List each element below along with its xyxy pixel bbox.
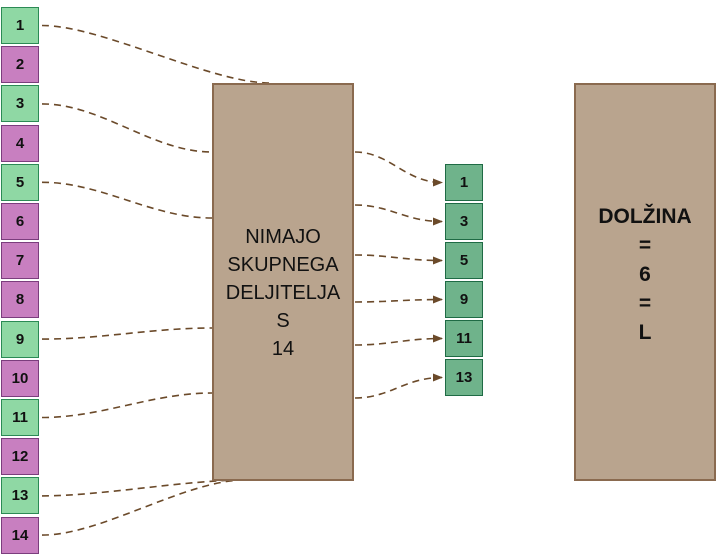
input-number-cell: 9 — [1, 320, 39, 358]
length-label: DOLŽINA = 6 = L — [576, 202, 714, 347]
output-number-cell: 3 — [445, 203, 483, 240]
length-result-box: DOLŽINA = 6 = L — [574, 83, 716, 481]
output-arrow — [354, 254, 443, 265]
input-number-cell: 14 — [1, 516, 39, 554]
filter-line: S — [276, 310, 290, 332]
filter-label: NIMAJO SKUPNEGA DELJITELJA S 14 — [214, 223, 352, 363]
input-number-cell: 4 — [1, 124, 39, 162]
output-arrow — [354, 295, 443, 304]
input-number-cell: 10 — [1, 359, 39, 397]
input-connector — [41, 392, 213, 419]
input-number-cell: 13 — [1, 477, 39, 515]
input-number-cell: 1 — [1, 7, 39, 44]
output-number-cell: 11 — [445, 320, 483, 357]
filter-line: DELJITELJA — [225, 282, 341, 304]
output-arrow — [354, 334, 443, 346]
input-connector — [41, 181, 213, 219]
length-line: = — [638, 292, 652, 315]
filter-line: 14 — [271, 338, 295, 360]
coprime-filter-box: NIMAJO SKUPNEGA DELJITELJA S 14 — [212, 83, 354, 481]
input-connector — [41, 327, 213, 340]
output-number-cell: 13 — [445, 359, 483, 396]
filter-line: SKUPNEGA — [227, 254, 339, 276]
output-number-cell: 5 — [445, 242, 483, 279]
input-connector — [41, 479, 246, 497]
input-number-cell: 8 — [1, 281, 39, 319]
length-line: DOLŽINA — [598, 205, 692, 228]
output-number-cell: 1 — [445, 164, 483, 201]
filter-line: NIMAJO — [245, 226, 321, 248]
input-connector — [41, 24, 271, 84]
input-number-cell: 12 — [1, 438, 39, 476]
output-arrow — [354, 204, 443, 226]
input-number-cell: 3 — [1, 85, 39, 123]
input-number-cell: 5 — [1, 163, 39, 201]
length-line: 6 — [639, 263, 651, 286]
output-arrow — [354, 151, 443, 187]
length-line: L — [638, 321, 652, 344]
input-connector — [41, 103, 213, 153]
input-number-cell: 2 — [1, 46, 39, 84]
output-arrow — [354, 373, 443, 399]
length-line: = — [638, 234, 652, 257]
input-number-cell: 7 — [1, 242, 39, 280]
input-number-cell: 11 — [1, 399, 39, 436]
output-number-cell: 9 — [445, 281, 483, 318]
input-number-cell: 6 — [1, 203, 39, 240]
